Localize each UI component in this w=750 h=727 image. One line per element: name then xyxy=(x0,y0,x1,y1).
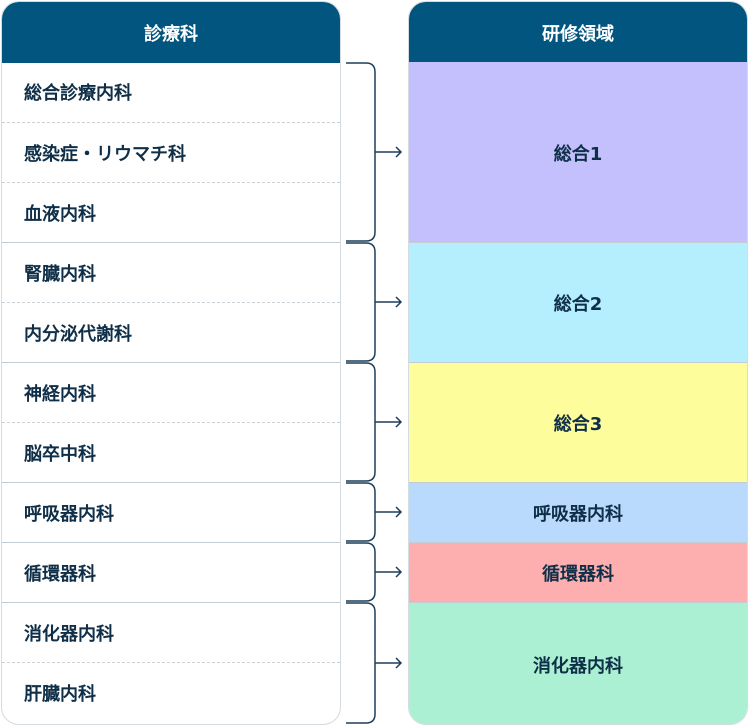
bracket-arrow-icon xyxy=(346,242,403,362)
department-row: 呼吸器内科 xyxy=(2,482,340,542)
bracket-arrow-icon xyxy=(346,362,403,482)
training-area: 循環器科 xyxy=(409,542,747,603)
department-header: 診療科 xyxy=(2,2,340,63)
department-row: 肝臓内科 xyxy=(2,662,340,722)
training-area: 総合1 xyxy=(409,62,747,243)
training-area: 総合2 xyxy=(409,242,747,363)
training-area: 消化器内科 xyxy=(409,602,747,724)
bracket-arrow-icon xyxy=(346,602,403,724)
department-row: 内分泌代謝科 xyxy=(2,302,340,362)
bracket-connectors xyxy=(346,62,403,724)
department-row: 血液内科 xyxy=(2,182,340,242)
bracket-arrow-icon xyxy=(346,542,403,602)
bracket-arrow-icon xyxy=(346,482,403,542)
department-row: 感染症・リウマチ科 xyxy=(2,122,340,182)
department-column: 診療科 総合診療内科感染症・リウマチ科血液内科腎臓内科内分泌代謝科神経内科脳卒中… xyxy=(1,1,341,725)
department-row: 循環器科 xyxy=(2,542,340,602)
bracket-arrow-icon xyxy=(346,62,403,242)
training-area: 総合3 xyxy=(409,362,747,483)
department-row: 腎臓内科 xyxy=(2,242,340,302)
department-row: 消化器内科 xyxy=(2,602,340,662)
department-row: 脳卒中科 xyxy=(2,422,340,482)
training-area: 呼吸器内科 xyxy=(409,482,747,543)
department-row: 総合診療内科 xyxy=(24,83,132,104)
training-area-header: 研修領域 xyxy=(409,2,747,63)
department-row: 神経内科 xyxy=(2,362,340,422)
